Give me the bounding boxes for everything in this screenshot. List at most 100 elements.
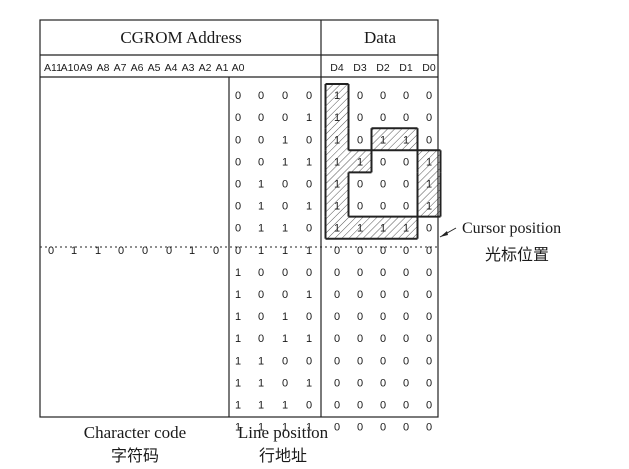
line-address-bit: 1 [282,223,288,235]
line-address-bit: 0 [235,134,241,146]
data-bit: 0 [403,90,409,102]
pixel-on [394,216,418,239]
pixel-on [325,84,349,107]
address-bit-header: A10 [61,62,80,74]
data-bit: 0 [357,399,363,411]
data-bit: 1 [357,223,363,235]
line-address-bit: 0 [282,90,288,102]
character-code-bit: 0 [118,245,124,257]
line-address-bit: 1 [235,333,241,345]
line-address-bit: 1 [258,223,264,235]
data-bit: 0 [426,223,432,235]
line-address-bit: 0 [282,201,288,213]
address-bit-header: A4 [165,62,178,74]
line-address-bit: 1 [306,201,312,213]
data-bit: 0 [357,90,363,102]
pixel-on [371,216,395,239]
pixel-on [325,194,349,217]
data-bit: 0 [426,134,432,146]
data-bit: 1 [334,90,340,102]
data-bit-header: D1 [399,62,413,74]
line-address-bit: 0 [235,112,241,124]
data-bit: 0 [334,333,340,345]
character-code-bit: 0 [166,245,172,257]
data-bit: 0 [334,245,340,257]
data-bit: 0 [357,422,363,434]
line-address-bit: 1 [306,112,312,124]
data-bit: 0 [403,245,409,257]
data-bit: 0 [357,178,363,190]
data-bit-header: D3 [353,62,367,74]
line-address-bit: 1 [282,399,288,411]
address-bit-header: A2 [199,62,212,74]
table-border [39,19,439,418]
line-address-bit: 1 [235,267,241,279]
line-address-bit: 0 [306,223,312,235]
line-address-bit: 1 [235,311,241,323]
line-address-bit: 1 [306,333,312,345]
line-address-bit: 0 [235,156,241,168]
address-bit-header: A7 [114,62,127,74]
address-bit-header: A1 [216,62,229,74]
line-position-label-zh: 行地址 [259,447,307,465]
data-bit: 0 [380,156,386,168]
data-bit: 0 [334,399,340,411]
character-code-label: Character code [84,423,186,442]
line-address-bit: 0 [235,245,241,257]
data-bit: 0 [357,289,363,301]
line-address-bit: 1 [306,422,312,434]
data-bit: 1 [403,223,409,235]
line-address-bit: 0 [258,267,264,279]
pixel-on [417,194,441,217]
character-code-bit: 0 [48,245,54,257]
data-bit: 0 [334,355,340,367]
address-bit-header: A5 [148,62,161,74]
data-bit: 0 [357,245,363,257]
character-code-bit: 0 [213,245,219,257]
glyph-outline [324,83,442,240]
line-address-bit: 1 [258,399,264,411]
data-bit: 0 [334,422,340,434]
data-bit: 0 [403,156,409,168]
data-bit: 0 [357,355,363,367]
line-address-bit: 0 [306,90,312,102]
character-code-bit: 1 [95,245,101,257]
data-bit: 0 [334,311,340,323]
line-address-bit: 1 [306,156,312,168]
data-bit: 0 [403,178,409,190]
line-address-bit: 0 [282,377,288,389]
pixel-on [348,216,372,239]
data-bit: 0 [403,201,409,213]
data-bit: 0 [403,112,409,124]
cursor-pointer-arrow [440,231,448,237]
data-bit: 1 [334,201,340,213]
table-frame [39,19,439,418]
pixel-on [348,150,372,173]
cursor-position-label-zh: 光标位置 [485,246,549,264]
data-bit: 1 [334,112,340,124]
line-address-bit: 0 [282,112,288,124]
data-bit: 0 [426,289,432,301]
data-bit: 0 [426,90,432,102]
line-address-bit: 1 [235,377,241,389]
data-bit: 1 [334,223,340,235]
pixel-on [394,128,418,151]
data-bit: 1 [357,156,363,168]
line-address-bit: 1 [258,422,264,434]
line-address-bit: 0 [306,134,312,146]
line-address-bit: 0 [306,311,312,323]
line-address-bit: 1 [235,422,241,434]
data-bit: 0 [334,377,340,389]
